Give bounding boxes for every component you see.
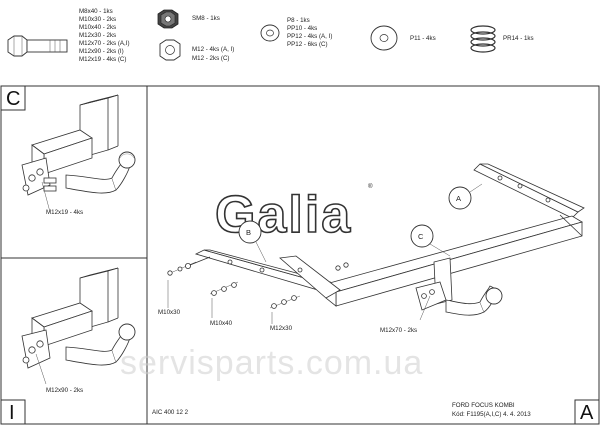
side-bracket-b [194,249,341,299]
drawing-code: AIC 400 12 2 [152,409,189,416]
bolt-item: M10x30 - 2ks [79,16,116,23]
bolt-item: M10x40 - 2ks [79,24,116,31]
side-bracket-a [473,163,585,219]
bolt-item: M12x19 - 4ks (C) [79,56,126,63]
tow-ball [415,257,503,316]
bolt-list: M8x40 - 1ks M10x30 - 2ks M10x40 - 2ks M1… [79,8,130,63]
svg-text:B: B [246,228,251,237]
callout-m10x30: M10x30 [158,309,181,316]
callout-b: B [238,220,267,263]
svg-text:C: C [418,232,424,241]
kod-date: Kód: F1195(A,I,C) 4. 4. 2013 [452,411,531,418]
washer-item: PP12 - 4ks (A, I) [287,33,332,40]
washer-list: P8 - 1ks PP10 - 4ks PP12 - 4ks (A, I) PP… [287,17,332,48]
bolt-set-left [167,256,349,324]
callout-m12x30: M12x30 [270,325,293,332]
spring-pr14-label: PR14 - 1ks [503,35,534,42]
bolt-item: M12x90 - 2ks (I) [79,48,124,55]
svg-text:I: I [9,402,15,424]
cross-tube [325,214,583,307]
vehicle-model: FORD FOCUS KOMBI [452,402,515,409]
washer-p11-label: P11 - 4ks [410,35,436,42]
panel-i-callout: M12x90 - 2ks [46,387,83,394]
washer-icon [260,24,280,42]
nut-m12-item: M12 - 4ks (A, I) [192,46,234,53]
panel-a-tag: A [574,399,600,425]
nut-icon [159,39,181,61]
washer-item: P8 - 1ks [287,17,310,24]
panel-i-detail [21,267,136,385]
callout-c: C [410,224,451,257]
spring-washer-icon [470,25,496,53]
registered-mark: ® [368,183,373,190]
bolt-icon [7,35,68,57]
washer-item: PP10 - 4ks [287,25,317,32]
callout-a: A [448,183,483,210]
drawing-frame [0,85,600,425]
watermark: servisparts.com.ua [120,344,423,382]
nut-sm8-label: SM8 - 1ks [192,15,220,22]
washer-item: PP12 - 6ks (C) [287,41,328,48]
panel-c-tag: C [0,85,26,111]
panel-c-detail [21,94,136,213]
bolt-item: M12x30 - 2ks [79,32,116,39]
callout-m12x70: M12x70 - 2ks [380,327,417,334]
panel-c-callout: M12x19 - 4ks [46,209,83,216]
galia-logo: Galia [215,186,352,244]
callout-m10x40: M10x40 [210,320,233,327]
svg-text:A: A [580,402,594,424]
svg-text:A: A [456,194,461,203]
large-washer-icon [370,25,398,51]
locknut-icon [157,9,179,29]
bolt-item: M8x40 - 1ks [79,8,113,15]
bolt-item: M12x70 - 2ks (A,I) [79,40,130,47]
svg-text:C: C [6,88,20,110]
nut-m12-item: M12 - 2ks (C) [192,55,229,62]
panel-i-tag: I [0,399,26,425]
